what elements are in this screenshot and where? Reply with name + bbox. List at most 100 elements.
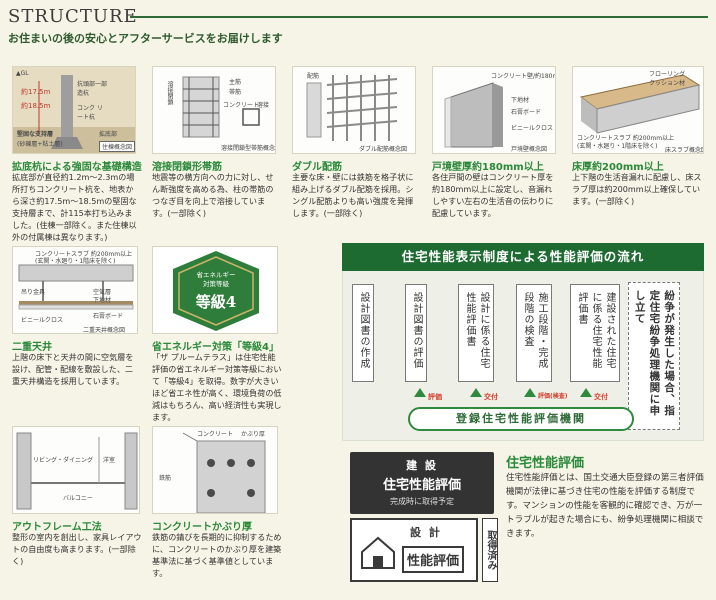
flow-step-3: 設計に係る住宅性能評価書 (458, 284, 494, 382)
pile-top-label: 抗頭部一部造杭 (77, 81, 108, 97)
cover-rebar-label: 鉄筋 (159, 475, 172, 482)
living-label: リビング・ダイニング (33, 457, 94, 464)
flow-header: 住宅性能表示制度による性能評価の流れ (342, 243, 704, 271)
design-badge-top: 設 計 (410, 526, 442, 539)
room-label: 洋室 (103, 457, 116, 464)
ceiling-finish-label: 下地材 (93, 297, 112, 304)
feature-body-pile: 拡底部が直径約1.2m～2.3mの場所打ちコンクリート杭を、地表から深さ約17.… (12, 172, 137, 242)
energy-badge-mid: 対策等級 (203, 280, 229, 288)
arrow-up-icon (470, 388, 482, 397)
concrete-cover-diagram: コンクリート かぶり厚 鉄筋 (152, 426, 278, 514)
feature-body-slab: 上下階の生活音漏れに配慮し、床スラブ厚は約200mm以上確保しています。(一部除… (572, 172, 702, 206)
arrow-up-icon (414, 388, 426, 397)
ceiling-caption: 二重天井概念図 (83, 327, 126, 334)
feature-title-hoop: 溶接閉鎖形帯筋 (152, 162, 222, 173)
construction-badge-mid: 住宅性能評価 (382, 478, 461, 493)
ceiling-slab-label: コンクリートスラブ 約200mm以上 (35, 251, 133, 258)
flow-step-1: 設計図書の作成 (352, 284, 374, 382)
arrow-label-issue-2: 交付 (594, 393, 608, 401)
rebar-caption: ダブル配筋概念図 (359, 146, 408, 153)
construction-badge-note: 完成時に取得予定 (390, 497, 454, 506)
feature-body-double: 主要な床・壁には鉄筋を格子状に組み上げるダブル配筋を採用。シングル配筋よりも高い… (292, 172, 414, 218)
pile-diagram: ▲GL 約17.5m 約18.5m 抗頭部一部造杭 コンク リート杭 堅固な支持… (12, 66, 136, 154)
feature-title-wall: 戸境壁厚約180mm以上 (432, 162, 544, 173)
section-subtitle: お住まいの後の安心とアフターサービスをお届けします (8, 32, 283, 45)
base-label: 堅固な支持層 (17, 131, 54, 138)
explain-body: 住宅性能評価とは、国土交通大臣登録の第三者評価機関が法律に基づき住宅の性能を評価… (506, 473, 704, 539)
flooring-label: フローリング (649, 71, 686, 78)
bolt-label: 吊り金具 (21, 289, 46, 296)
weld-label: 溶接 (257, 102, 270, 109)
vert-label: 溶接閉鎖 (166, 81, 173, 105)
section-title: STRUCTURE (8, 6, 138, 27)
feature-body-outframe: 整形の室内を創出し、家具レイアウトの自由度も高まります。(一部除く) (12, 532, 142, 566)
feature-body-cover: 鉄筋の錆びを長期的に抑制するために、コンクリートのかぶり厚を建築基準法に基づく基… (152, 532, 282, 578)
explain-title: 住宅性能評価 (506, 456, 585, 471)
hoop-caption: 溶接閉鎖型帯筋概念図 (221, 145, 276, 152)
house-icon (361, 536, 395, 569)
registered-agency: 登録住宅性能評価機関 (408, 407, 634, 431)
feature-title-energy: 省エネルギー対策「等級4」 (152, 342, 279, 353)
double-rebar-diagram: 配筋 ダブル配筋概念図 (292, 66, 416, 154)
hoop-diagram: 主筋 帯筋 コンクリート 溶接 溶接閉鎖 溶接閉鎖型帯筋概念図 (152, 66, 276, 154)
flow-step-2: 設計図書の評価 (405, 284, 427, 382)
feature-title-double: ダブル配筋 (292, 162, 342, 173)
energy-grade-badge: 省エネルギー 対策等級 等級4 (152, 246, 278, 334)
balcony-label: バルコニー (63, 495, 93, 502)
ceiling-board-label: 石膏ボード (93, 313, 124, 320)
depth-b-label: 約18.5m (21, 102, 51, 110)
double-ceiling-diagram: コンクリートスラブ 約200mm以上 (玄関・水廻り・1階床を除く) 吊り金具 … (12, 246, 138, 334)
feature-title-ceiling: 二重天井 (12, 342, 52, 353)
outframe-diagram: リビング・ダイニング 洋室 バルコニー (12, 426, 140, 514)
energy-badge-top: 省エネルギー (196, 271, 236, 279)
arrow-label-eval: 評価 (428, 393, 442, 401)
ceiling-cloth-label: ビニールクロス (21, 317, 64, 324)
title-rule (130, 16, 708, 18)
ceiling-slab-sub-label: (玄関・水廻り・1階床を除く) (35, 258, 116, 265)
slab-sub-label: (玄関・水廻り・1階床を除く) (577, 143, 658, 150)
main-bar-label: 主筋 (229, 79, 242, 86)
feature-body-wall: 各住戸間の壁はコンクリート厚を約180mm以上に設定し、音漏れしやすい左右の生活… (432, 172, 554, 218)
construction-eval-badge: 建 設 住宅性能評価 完成時に取得予定 (350, 452, 494, 514)
energy-badge-grade: 等級4 (195, 293, 237, 311)
acquired-tag: 取得済み (482, 518, 498, 582)
wall-label: コンクリート壁/約180mm以上 (491, 73, 555, 80)
feature-title-cover: コンクリートかぶり厚 (152, 522, 252, 533)
slab-label: コンクリートスラブ 約200mm以上 (577, 135, 675, 142)
construction-badge-top: 建 設 (406, 459, 438, 472)
flow-step-4: 施工段階・完成段階の検査 (516, 284, 552, 382)
feature-title-slab: 床厚約200mm以上 (572, 162, 664, 173)
flow-step-5: 建設された住宅に係る住宅性能評価書 (570, 284, 620, 382)
cover-conc-label: コンクリート (197, 431, 234, 438)
cover-depth-label: かぶり厚 (241, 431, 266, 438)
feature-title-outframe: アウトフレーム工法 (12, 522, 102, 533)
base-sub-label: (砂礫層+粘土層) (17, 141, 63, 148)
depth-a-label: 約17.5m (21, 88, 51, 96)
feature-body-energy: 「ザ プルームテラス」は住宅性能評価の省エネルギー対策等級において「等級4」を取… (152, 352, 282, 422)
conc-label: コンクリート (223, 102, 260, 109)
arrow-label-issue: 交付 (484, 393, 498, 401)
arrow-label-inspect: 評価(検査) (538, 393, 568, 400)
cloth-label: ビニールクロス (511, 125, 554, 132)
rebar-label: 配筋 (307, 73, 320, 80)
wall-caption: 戸境壁概念図 (511, 146, 548, 153)
feature-body-ceiling: 上階の床下と天井の間に空気層を設け、配管・配線を敷設した、二重天井構造を採用して… (12, 352, 134, 386)
air-space-label: 空気層 (93, 289, 112, 296)
hoop-label: 帯筋 (229, 89, 242, 96)
bottom-label: 拡底部 (99, 131, 118, 138)
party-wall-diagram: コンクリート壁/約180mm以上 下地材 石膏ボード ビニールクロス 戸境壁概念… (432, 66, 556, 154)
feature-body-hoop: 地震等の横方向への力に対し、せん断強度を高める為、柱の帯筋のつなぎ目を向上で溶接… (152, 172, 274, 218)
design-badge-mid: 性能評価 (402, 546, 465, 573)
floor-slab-diagram: フローリング クッション材 コンクリートスラブ 約200mm以上 (玄関・水廻り… (572, 66, 704, 154)
pile-caption: 住棟概念図 (99, 141, 135, 152)
slab-caption: 床スラブ概念図 (665, 147, 704, 154)
pile-tag-label: コンク リート杭 (77, 105, 103, 121)
finish-label: 下地材 (511, 97, 530, 104)
arrow-up-icon (524, 388, 536, 397)
cushion-label: クッション材 (649, 80, 686, 87)
flow-dispute-note: 紛争が発生した場合、指定住宅紛争処理機関に申し立て (628, 282, 681, 430)
gl-label: ▲GL (16, 70, 29, 77)
design-eval-badge: 設 計 性能評価 (350, 518, 478, 582)
arrow-up-icon (580, 388, 592, 397)
feature-title-pile: 拡底杭による強固な基礎構造 (12, 162, 142, 173)
